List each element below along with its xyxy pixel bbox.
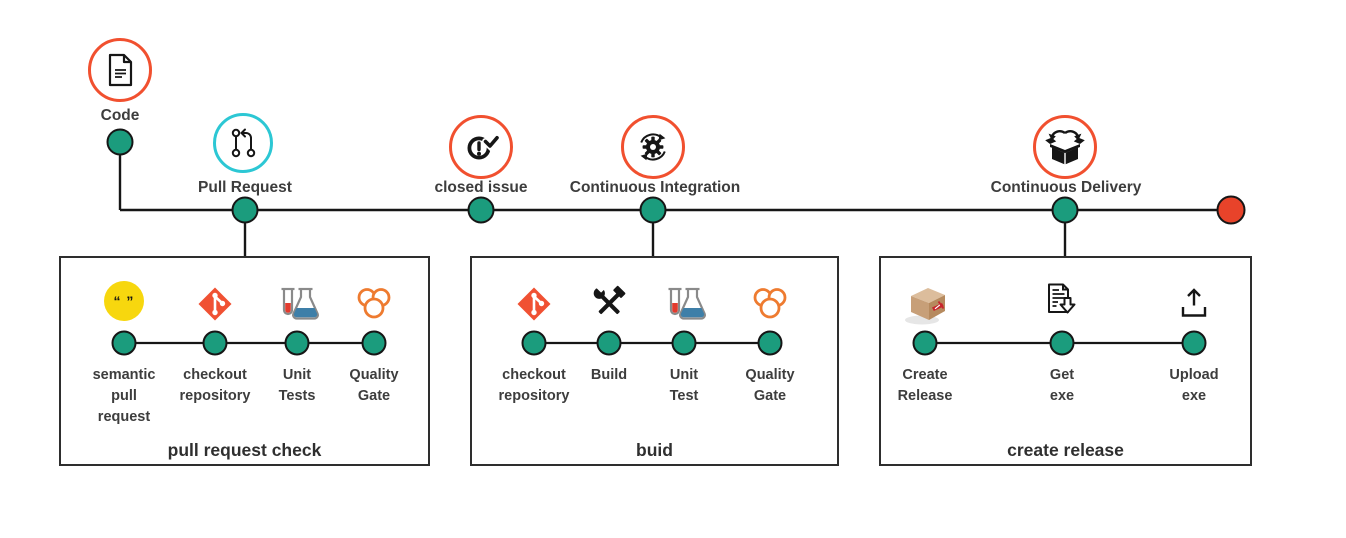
stage-label-continuous-delivery: Continuous Delivery: [990, 179, 1142, 196]
sonarcloud-icon: [753, 288, 787, 319]
continuous-integration-stage-badge: [621, 115, 685, 179]
step-node: [361, 330, 387, 356]
group-title: pull request check: [167, 440, 322, 460]
step-label: semantic pull request: [92, 367, 156, 425]
timeline-node-end: [1216, 195, 1246, 225]
step-label: Get exe: [1049, 367, 1075, 404]
flask-icon: [668, 287, 706, 320]
timeline-node-pull-request: [231, 196, 259, 224]
step-node: [757, 330, 783, 356]
pull-request-stage-badge: [213, 113, 273, 173]
stage-label-pull-request: Pull Request: [198, 179, 292, 196]
step-node: [1181, 330, 1207, 356]
step-label: Quality Gate: [745, 367, 795, 404]
quotes-icon: “ ”: [104, 281, 144, 321]
step-label: checkout repository: [498, 367, 570, 404]
step-label: Unit Test: [669, 367, 699, 404]
stage-label-continuous-integration: Continuous Integration: [569, 179, 741, 196]
gear-sync-icon: [640, 133, 666, 161]
group-title: create release: [1007, 440, 1124, 460]
group-box-build: checkout repository Build Unit Test Qual…: [470, 256, 839, 466]
step-node: [111, 330, 137, 356]
delivery-box-icon: [1045, 130, 1085, 165]
timeline-node-code: [106, 128, 134, 156]
step-label: checkout repository: [179, 367, 251, 404]
step-node: [521, 330, 547, 356]
step-node: [596, 330, 622, 356]
issue-closed-icon: [467, 134, 500, 160]
timeline-node-continuous-delivery: [1051, 196, 1079, 224]
step-label: Create Release: [897, 367, 953, 404]
git-icon: [198, 287, 232, 321]
code-stage-badge: [88, 38, 152, 102]
sonarcloud-icon: [357, 288, 391, 319]
group-title: buid: [636, 440, 673, 460]
upload-icon: [1181, 288, 1207, 317]
group-connector-line: [124, 341, 374, 345]
closed-issue-stage-badge: [449, 115, 513, 179]
stage-label-closed-issue: closed issue: [434, 179, 528, 196]
step-node: [284, 330, 310, 356]
timeline-node-closed-issue: [467, 196, 495, 224]
package-box-icon: [905, 288, 945, 325]
group-box-create-release: Create Release Get exe Upload exe create…: [879, 256, 1252, 466]
step-label: Upload exe: [1169, 367, 1219, 404]
step-node: [1049, 330, 1075, 356]
step-node: [202, 330, 228, 356]
timeline-node-continuous-integration: [639, 196, 667, 224]
step-label: Unit Tests: [278, 367, 316, 404]
git-icon: [517, 287, 551, 321]
stage-label-code: Code: [100, 107, 140, 124]
step-node: [912, 330, 938, 356]
group-box-pull-request-check: “ ”: [59, 256, 430, 466]
step-node: [671, 330, 697, 356]
group-connector-line: [534, 341, 770, 345]
document-download-icon: [1048, 283, 1076, 314]
step-label: Quality Gate: [349, 367, 399, 404]
flask-icon: [281, 287, 319, 320]
document-icon: [108, 53, 133, 87]
step-label: Build: [590, 367, 628, 383]
pull-request-icon: [231, 128, 256, 158]
continuous-delivery-stage-badge: [1033, 115, 1097, 179]
tools-icon: [593, 283, 626, 315]
